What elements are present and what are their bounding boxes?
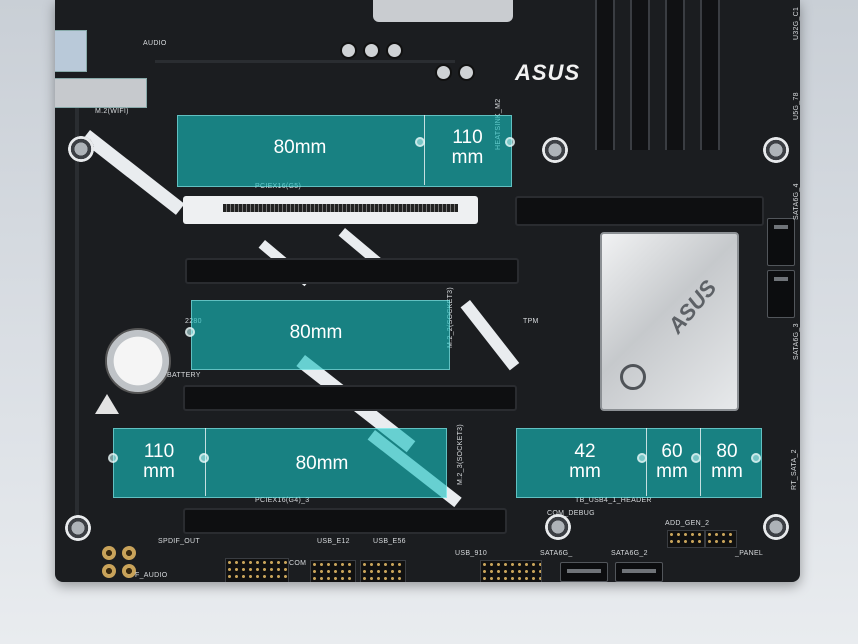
- pcie-slot: [183, 385, 517, 411]
- silk-sata6g-4: SATA6G_4: [793, 183, 800, 220]
- dimm-slot: [700, 0, 720, 150]
- sata-port: [767, 270, 795, 318]
- mount-screw: [65, 515, 91, 541]
- m2-bottom-right-size-42: 42 mm: [569, 441, 601, 482]
- m2-standoff-dot: [505, 137, 515, 147]
- silk-tpm: TPM: [523, 318, 539, 325]
- sata-port: [615, 562, 663, 582]
- silk-panel: _PANEL: [735, 550, 764, 557]
- pin-header: [310, 560, 356, 582]
- silk-sata6g: SATA6G_: [540, 550, 573, 557]
- capacitor: [363, 42, 380, 59]
- silk-usb-910: USB_910: [455, 550, 488, 557]
- capacitor: [386, 42, 403, 59]
- pcie-slot-g4: [183, 508, 507, 534]
- m2-standoff-dot: [108, 453, 118, 463]
- m2-divider: [700, 428, 701, 496]
- pcie-slot: [185, 258, 519, 284]
- m2-standoff-dot: [751, 453, 761, 463]
- pin-header: [705, 530, 737, 548]
- pin-header: [225, 558, 289, 582]
- decor-stripe: [460, 300, 520, 371]
- silk-sata6g-2: SATA6G_2: [611, 550, 648, 557]
- m2-standoff-dot: [691, 453, 701, 463]
- silk-socket3: M.2_3(SOCKET3): [457, 424, 464, 485]
- silk-sata-right: RT_SATA_2: [791, 449, 798, 490]
- pin-header: [360, 560, 406, 582]
- mount-screw: [763, 514, 789, 540]
- mount-screw: [68, 136, 94, 162]
- audio-capacitor: [122, 546, 136, 560]
- dimm-slot: [630, 0, 650, 150]
- sata-port: [560, 562, 608, 582]
- m2-slot-bottom-right: [516, 428, 762, 498]
- silk-audio: AUDIO: [143, 40, 167, 47]
- m2-standoff-dot: [415, 137, 425, 147]
- pcie-slot-g5-latch: [515, 196, 764, 226]
- silk-usb-78: U5G_78: [793, 92, 800, 120]
- pin-header: [667, 530, 705, 548]
- m2-top-size-80: 80mm: [273, 137, 327, 158]
- silk-argb: ADD_GEN_2: [665, 520, 710, 527]
- dimm-slot: [665, 0, 685, 150]
- m2-middle-size-80: 80mm: [289, 322, 343, 343]
- pcie-slot-g5: [183, 196, 478, 224]
- mount-screw: [545, 514, 571, 540]
- m2-divider: [424, 115, 425, 185]
- silk-f-audio: F_AUDIO: [135, 572, 168, 579]
- silk-battery: BATTERY: [167, 372, 201, 379]
- audio-capacitor: [102, 564, 116, 578]
- pin-header: [480, 560, 542, 582]
- silk-sata6g-3: SATA6G_3: [793, 323, 800, 360]
- decor-stripe: [81, 130, 185, 215]
- rear-io-port: [55, 78, 147, 108]
- rear-io-usb: [55, 30, 87, 72]
- m2-slot-top: [177, 115, 512, 187]
- dimm-slot: [595, 0, 615, 150]
- m2-standoff-dot: [185, 327, 195, 337]
- silk-spdif: SPDIF_OUT: [158, 538, 200, 545]
- audio-capacitor: [122, 564, 136, 578]
- m2-bottom-right-size-60: 60 mm: [656, 441, 688, 482]
- pcb-trace: [155, 60, 455, 63]
- m2-standoff-dot: [637, 453, 647, 463]
- silk-com-debug: COM_DEBUG: [547, 510, 595, 517]
- m2-bottom-right-size-80: 80 mm: [711, 441, 743, 482]
- heatsink-asus-logo: ASUS: [662, 275, 722, 339]
- m2-standoff-dot: [199, 453, 209, 463]
- sata-port: [767, 218, 795, 266]
- mount-screw: [763, 137, 789, 163]
- pcb-trace: [75, 100, 79, 520]
- m2-top-size-110: 110 mm: [451, 127, 484, 168]
- silk-com: COM: [289, 560, 307, 567]
- m2-slot-bottom-left: [113, 428, 447, 498]
- m2-divider: [646, 428, 647, 496]
- capacitor: [340, 42, 357, 59]
- cmos-battery: [105, 328, 171, 394]
- m2-bottom-left-size-80: 80mm: [295, 453, 349, 474]
- capacitor: [435, 64, 452, 81]
- m2-bottom-left-size-110: 110 mm: [143, 441, 175, 482]
- audio-capacitor: [102, 546, 116, 560]
- silk-usb-e12: USB_E12: [317, 538, 350, 545]
- chipset-heatsink: ASUS: [600, 232, 739, 411]
- silk-usb-e56: USB_E56: [373, 538, 406, 545]
- silk-u32g: U32G_C1: [793, 6, 800, 40]
- cpu-socket-bracket: [373, 0, 513, 22]
- asus-logo: ASUS: [515, 60, 581, 85]
- silk-m2-wifi: M.2(WIFI): [95, 108, 129, 115]
- heatsink-ring: [620, 364, 646, 390]
- warning-icon: [95, 394, 119, 414]
- silk-pcie-g4: PCIEX16(G4)_3: [255, 497, 310, 504]
- silk-usb4: TB_USB4_1_HEADER: [575, 497, 652, 504]
- mount-screw: [542, 137, 568, 163]
- capacitor: [458, 64, 475, 81]
